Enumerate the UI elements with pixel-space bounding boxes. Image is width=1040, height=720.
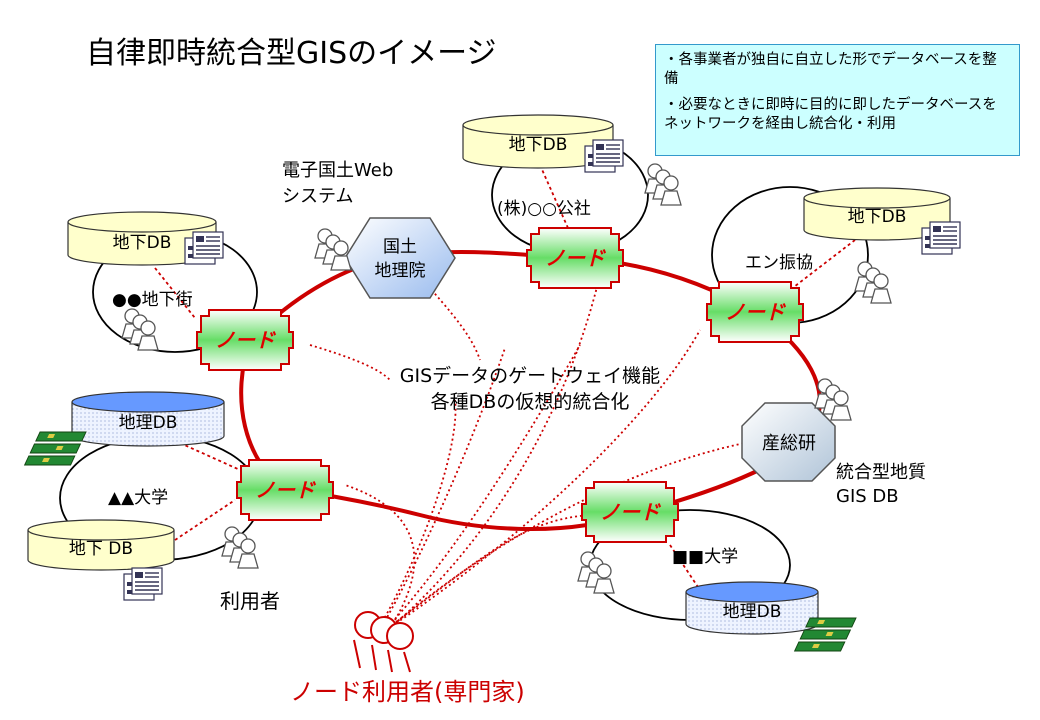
db-label: 地下DB <box>113 233 172 253</box>
gateway-line1: GISデータのゲートウェイ機能 <box>400 365 660 387</box>
user-label: 利用者 <box>220 589 280 613</box>
db-label: 地下DB <box>848 207 907 227</box>
expert-label: ノード利用者(専門家) <box>290 678 525 706</box>
db-label: 地下DB <box>509 135 568 155</box>
aist-caption-line1: 統合型地質 <box>836 462 926 483</box>
user-crowd-icon <box>315 229 351 270</box>
db-label: 地理DB <box>119 413 178 433</box>
node-label: ノード <box>725 300 786 324</box>
user-crowd-icon <box>855 262 891 303</box>
site-label-company: (株)○○公社 <box>497 199 591 219</box>
node-label: ノード <box>545 246 606 270</box>
page-title: 自律即時統合型GISのイメージ <box>86 36 497 71</box>
user-crowd-icon <box>122 309 158 350</box>
site-label-univ-square: ■■大学 <box>672 547 738 567</box>
node-label: ノード <box>600 500 661 524</box>
node-label: ノード <box>255 478 316 502</box>
notes-box: ・各事業者が独自に自立した形でデータベースを整備 ・必要なときに即時に目的に即し… <box>655 44 1020 156</box>
gsi-label-line2: 地理院 <box>375 261 426 281</box>
db-underground-mall: 地下DB <box>67 211 217 266</box>
document-icon <box>123 567 163 601</box>
aist-label: 産総研 <box>762 433 816 454</box>
node-label: ノード <box>215 328 276 352</box>
hub-gsi: 国土 地理院 <box>344 217 456 299</box>
db-univ-triangle-chika: 地下 DB <box>27 519 175 571</box>
gsi-label-line1: 国土 <box>383 237 417 257</box>
db-links <box>154 164 856 591</box>
site-label-underground-mall: ●●地下街 <box>112 290 193 310</box>
db-univ-square-chiri: 地理DB <box>685 581 819 635</box>
aist-caption-line2: GIS DB <box>836 486 899 507</box>
hub-aist: 産総研 <box>741 402 836 482</box>
gateway-line2: 各種DBの仮想的統合化 <box>431 391 630 413</box>
user-crowd-icon <box>578 552 614 593</box>
user-crowd-icon <box>222 527 258 568</box>
expert-links <box>309 259 761 636</box>
circuit-board-icon <box>24 431 87 466</box>
gsi-caption-line1: 電子国土Web <box>282 160 393 181</box>
expert-user-icon <box>353 611 414 673</box>
node-bottom: ノード <box>581 481 679 543</box>
db-eng-assoc: 地下DB <box>803 187 951 241</box>
db-univ-triangle-chiri: 地理DB <box>71 391 225 447</box>
node-left-lower: ノード <box>236 459 334 521</box>
db-label: 地下 DB <box>69 539 133 559</box>
site-label-eng-assoc: エン振協 <box>745 253 813 273</box>
db-label: 地理DB <box>723 602 782 622</box>
node-left-upper: ノード <box>196 309 294 371</box>
note-item: ・必要なときに即時に目的に即したデータベースをネットワークを経由し統合化・利用 <box>664 97 997 132</box>
node-top: ノード <box>526 227 624 289</box>
gsi-caption-line2: システム <box>282 186 353 207</box>
user-crowd-icon <box>645 164 681 205</box>
note-item: ・各事業者が独自に自立した形でデータベースを整備 <box>664 52 997 87</box>
node-right: ノード <box>706 281 804 343</box>
site-label-univ-triangle: ▲▲大学 <box>108 488 168 508</box>
